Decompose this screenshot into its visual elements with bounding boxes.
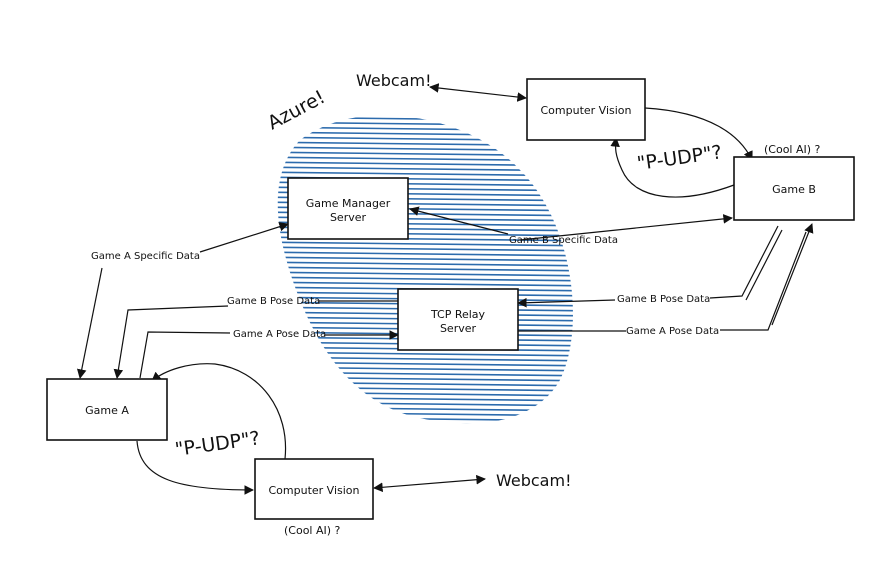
webcam-bottom-label: Webcam! [496,471,571,490]
game-a-to-game-manager [199,222,289,253]
game-b-to-relay-pose [709,225,779,299]
azure-cloud [250,115,600,441]
game-a-specific-down [76,267,103,379]
game-a-to-relay-pose [139,331,231,379]
relay-to-game-b-pose-2 [720,231,807,331]
cloud-hatch-stroke [250,432,600,436]
relay-to-game-b-pose-3 [771,223,814,326]
game-manager-label-1: Game Manager [306,197,391,210]
cv-bottom-webcam-link [373,474,486,493]
cloud-hatch-stroke [277,266,573,272]
cloud-hatch-stroke [277,156,573,162]
pudp-bottom-annotation: "P-UDP"? [174,427,262,461]
cv-bottom-label: Computer Vision [268,484,359,497]
relay-to-game-a-pose-2 [113,305,229,379]
cloud-hatch-stroke [277,361,573,367]
cv-bottom-node: Computer Vision [254,458,374,520]
connections [76,83,814,495]
edge-label-game-b-specific: Game B Specific Data [509,235,618,246]
game-a-label: Game A [85,404,129,417]
cloud-hatch-stroke [277,366,573,372]
cloud-hatch-stroke [277,151,573,157]
game-b-to-relay-pose-2 [745,229,783,301]
cloud-hatch-stroke [277,246,573,252]
cloud-hatch-stroke [277,356,573,362]
cloud-hatch-stroke [277,386,573,392]
tcp-relay-label-1: TCP Relay [430,308,486,321]
tcp-relay-label-2: Server [440,322,477,335]
cloud-hatch-stroke [277,381,573,387]
cloud-hatch-stroke [277,421,573,424]
cloud-hatch-stroke [277,146,573,152]
cloud-hatch-stroke [277,251,573,257]
game-b-node: Game B [733,156,855,221]
game-b-to-relay-pose-3 [517,297,616,308]
cloud-hatch-stroke [277,241,573,247]
cloud-hatch-stroke [277,141,573,147]
webcam-top-label: Webcam! [356,71,431,90]
game-b-to-cv-top [610,137,735,198]
game-a-node: Game A [46,378,168,441]
webcam-cv-top-link [429,83,527,102]
cloud-hatch-stroke [277,406,573,412]
game-b-label: Game B [772,183,816,196]
edge-label-game-a-specific: Game A Specific Data [91,251,200,262]
cv-top-to-game-b [644,107,753,161]
edge-label-game-a-pose-right: Game A Pose Data [626,326,719,337]
cool-ai-top-annotation: (Cool AI) ? [764,143,821,156]
cv-bottom-to-game-a [151,363,287,460]
cv-top-node: Computer Vision [526,78,646,141]
edge-label-game-b-pose-left: Game B Pose Data [227,296,320,307]
cloud-hatch-stroke [277,411,573,417]
cloud-hatch-stroke [277,171,573,177]
cloud-hatch-stroke [277,376,573,382]
cloud-hatch-stroke [277,276,573,282]
game-manager-node: Game Manager Server [287,177,409,240]
cloud-hatch-stroke [277,371,573,377]
cloud-hatch-stroke [277,166,573,172]
cloud-hatch-stroke [250,427,600,431]
cloud-hatch-stroke [277,261,573,267]
tcp-relay-node: TCP Relay Server [397,288,519,351]
cv-top-label: Computer Vision [540,104,631,117]
cloud-hatch-stroke [277,351,573,357]
edge-label-game-a-pose-left: Game A Pose Data [233,329,326,340]
azure-label: Azure! [264,86,329,134]
cloud-hatch-stroke [277,396,573,402]
game-manager-label-2: Server [330,211,367,224]
cloud-hatch-stroke [277,281,573,287]
cloud-hatch-stroke [250,437,600,441]
cloud-hatch-stroke [277,391,573,397]
cloud-hatch-stroke [277,416,573,422]
game-manager-to-game-b [519,214,733,241]
cool-ai-bottom-annotation: (Cool AI) ? [284,524,341,537]
cloud-hatch-stroke [277,256,573,262]
cloud-hatch-stroke [277,161,573,167]
pudp-top-annotation: "P-UDP"? [636,141,724,175]
game-a-to-cv-bottom [136,440,254,495]
edge-label-game-b-pose-right: Game B Pose Data [617,294,710,305]
game-b-to-game-manager [409,206,509,235]
cloud-hatch-stroke [277,271,573,277]
cloud-hatch-stroke [277,401,573,407]
